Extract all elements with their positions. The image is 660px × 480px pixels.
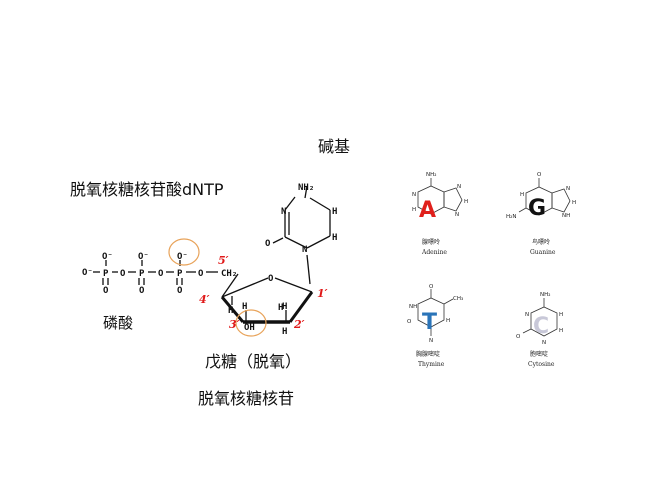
cytosine-h6: H [559, 328, 563, 334]
adenine-structure [417, 178, 463, 215]
ring-oxygen: O [268, 274, 274, 284]
adenine-n7: N [457, 184, 461, 190]
nucleoside-label: 脱氧核糖核苷 [198, 389, 295, 408]
thymine-cn: 胸腺嘧啶 [416, 350, 440, 358]
terminal-ominus: O⁻ [82, 268, 93, 278]
cytosine-o2: O [516, 334, 521, 340]
cyto-bond-co [272, 237, 284, 244]
thymine-ch3: CH₃ [453, 296, 463, 302]
p3-dbl-o: O [177, 286, 183, 296]
guanine-structure [518, 178, 571, 216]
thymine-en: Thymine [418, 361, 445, 368]
oxygen-highlight-circle [168, 238, 200, 266]
cytosine-n3: N [525, 312, 529, 318]
guanine-hn: H [520, 192, 524, 198]
cyto-n1: N [302, 245, 307, 255]
pos-1prime: 1′ [317, 287, 328, 300]
guanine-o: O [537, 172, 542, 178]
adenine-n9: N [455, 212, 459, 218]
cyto-bond-6 [309, 197, 331, 211]
guanine-h8: H [572, 200, 576, 206]
p2-atom: P [139, 269, 145, 279]
p1-atom: P [103, 269, 109, 279]
c2-c1-bond [288, 291, 314, 323]
c3-h: H [242, 302, 247, 312]
cyto-o: O [265, 239, 271, 249]
p1-ominus: O⁻ [102, 252, 113, 262]
c5-c4-bond [221, 273, 239, 298]
cyto-bond-nh2 [304, 185, 308, 199]
cyto-nh2: NH₂ [298, 183, 314, 193]
bridge-o-1: O [120, 269, 126, 279]
c2-h: H [282, 302, 287, 312]
pos-2prime: 2′ [293, 318, 305, 331]
ch2-atom: CH₂ [221, 269, 237, 279]
c3-oh: OH [244, 323, 255, 333]
cytosine-cn: 胞嘧啶 [530, 350, 548, 358]
thymine-letter: T [422, 310, 437, 335]
cyto-h5: H [332, 207, 337, 217]
bridge-o-2: O [158, 269, 164, 279]
thymine-structure [417, 289, 454, 336]
guanine-n7: N [566, 186, 570, 192]
o-c1-bond [274, 277, 313, 293]
cyto-bond-4 [306, 235, 331, 249]
guanine-en: Guanine [530, 249, 556, 256]
hydroxyl-highlight-circle [235, 309, 267, 337]
guanine-nh: NH [562, 213, 570, 219]
thymine-n1: N [429, 338, 433, 344]
cyto-bond-1 [284, 196, 296, 211]
p2-dbl-o: O [139, 286, 145, 296]
cyto-n3: N [281, 207, 286, 217]
sugar-label: 戊糖（脱氧） [205, 352, 302, 371]
cytosine-letter: C [533, 314, 549, 339]
guanine-h2n: H₂N [506, 214, 516, 220]
c2-h-lower: H [282, 327, 287, 337]
pos-3prime: 3′ [229, 318, 240, 331]
p1-dbl-o: O [103, 286, 109, 296]
guanine-cn: 鸟嘌呤 [532, 238, 550, 246]
adenine-en: Adenine [421, 249, 447, 256]
adenine-letter: A [419, 198, 436, 223]
guanine-letter: G [528, 196, 546, 221]
glycosidic-bond [306, 254, 311, 285]
cyto-h6: H [332, 233, 337, 243]
thymine-o2: O [407, 319, 412, 325]
thymine-h6: H [446, 318, 450, 324]
cyto-bond-3 [284, 236, 308, 249]
adenine-h8: H [464, 199, 468, 205]
cytosine-nh2: NH₂ [540, 292, 550, 298]
c4-h: H [228, 306, 233, 316]
adenine-h2: H [412, 207, 416, 213]
cytosine-structure [522, 298, 558, 337]
pos-4prime: 4′ [199, 293, 210, 306]
p3-ominus: O⁻ [177, 252, 188, 262]
thymine-n3: NH [409, 304, 417, 310]
cytosine-h5: H [559, 312, 563, 318]
c1-h: H [278, 303, 283, 313]
cytosine-en: Cytosine [528, 361, 555, 368]
c4-o-bond [221, 277, 269, 298]
p2-ominus: O⁻ [138, 252, 149, 262]
adenine-cn: 腺嘌呤 [422, 238, 440, 246]
cytosine-n1: N [542, 340, 546, 346]
adenine-nh2: NH₂ [426, 172, 436, 178]
base-heading: 碱基 [318, 137, 351, 156]
p3-atom: P [177, 269, 183, 279]
dntp-title: 脱氧核糖核苷酸dNTP [70, 180, 224, 199]
c4-c3-bond [220, 296, 245, 323]
thymine-o4: O [429, 284, 434, 290]
adenine-n1: N [412, 192, 416, 198]
pos-5prime: 5′ [218, 254, 229, 267]
bridge-o-3: O [198, 269, 204, 279]
phosphate-label: 磷酸 [103, 314, 134, 332]
